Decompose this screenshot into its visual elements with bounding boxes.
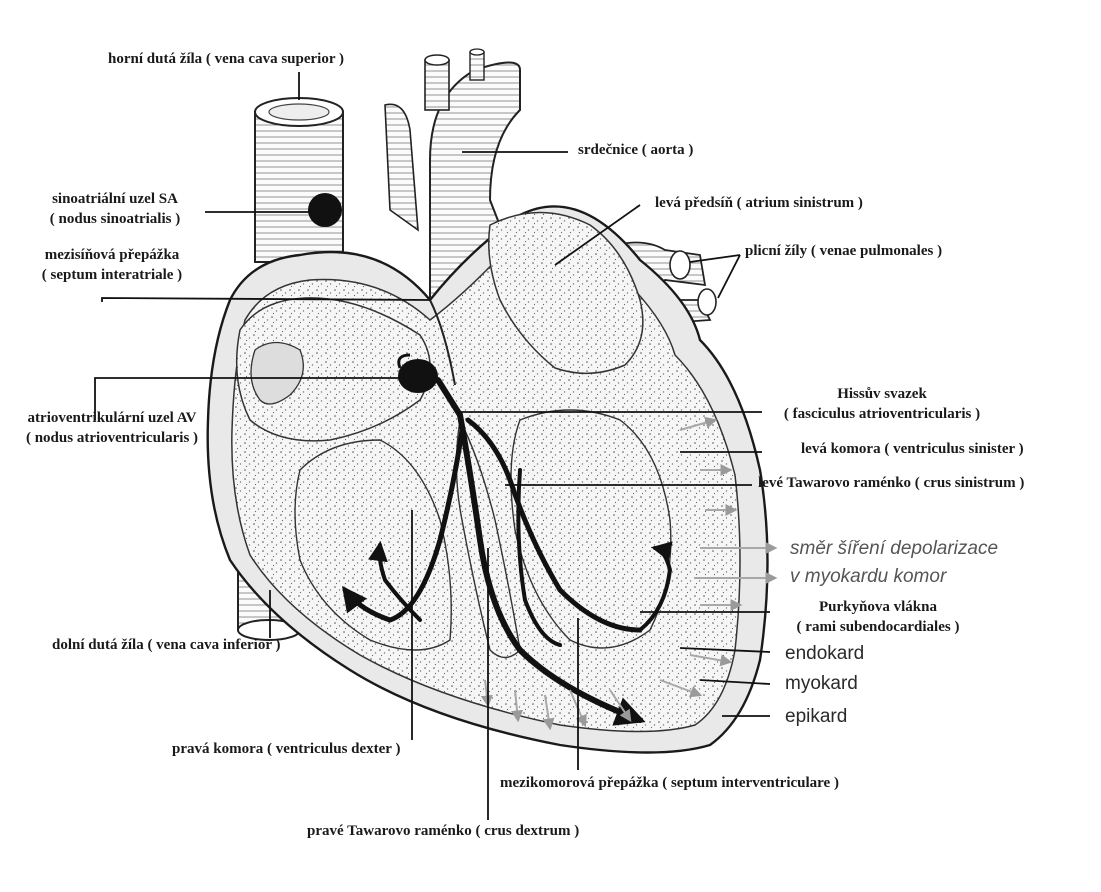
label-his-bundle-line2: ( fasciculus atrioventricularis ) [783, 405, 981, 422]
label-left-bundle-branch: levé Tawarovo raménko ( crus sinistrum ) [758, 475, 1025, 491]
conduction-system [341, 377, 673, 726]
label-his-bundle-line1: Hissův svazek [837, 386, 927, 402]
label-sa-node: sinoatriální uzel SA ( nodus sinoatriali… [49, 191, 181, 228]
left-atrium [488, 211, 644, 375]
label-myocardium: myokard [785, 673, 858, 694]
label-right-ventricle: pravá komora ( ventriculus dexter ) [172, 741, 401, 757]
label-av-node: atrioventrikulární uzel AV ( nodus atrio… [25, 410, 199, 447]
label-interatrial-septum: mezisíňová přepážka ( septum interatrial… [41, 247, 183, 284]
label-his-bundle: Hissův svazek ( fasciculus atrioventricu… [783, 386, 981, 423]
label-inferior-vena-cava: dolní dutá žíla ( vena cava inferior ) [52, 637, 281, 653]
sa-node [308, 193, 342, 227]
label-purkinje-fibers: Purkyňova vlákna ( rami subendocardiales… [796, 599, 960, 636]
label-depolarization-line1: směr šíření depolarizace [790, 538, 999, 559]
label-pulmonary-veins: plicní žíly ( venae pulmonales ) [745, 243, 943, 259]
label-epicardium: epikard [785, 706, 848, 727]
label-interatrial-septum-line2: ( septum interatriale ) [41, 266, 183, 283]
label-left-atrium: levá předsíň ( atrium sinistrum ) [655, 195, 863, 211]
label-right-bundle-branch: pravé Tawarovo raménko ( crus dextrum ) [307, 823, 580, 839]
label-sa-node-line2: ( nodus sinoatrialis ) [49, 210, 181, 227]
label-av-node-line2: ( nodus atrioventricularis ) [25, 429, 199, 446]
label-interatrial-septum-line1: mezisíňová přepážka [44, 247, 180, 263]
label-aorta: srdečnice ( aorta ) [578, 142, 694, 158]
label-sa-node-line1: sinoatriální uzel SA [52, 191, 178, 207]
label-interventricular-septum: mezikomorová přepážka ( septum intervent… [500, 775, 839, 791]
right-atrium [235, 297, 431, 442]
label-depolarization-line2: v myokardu komor [790, 566, 947, 587]
label-purkinje-line2: ( rami subendocardiales ) [796, 618, 960, 635]
leader-lines [94, 72, 771, 820]
left-ventricle [510, 409, 672, 649]
depolarization-arrows [480, 416, 778, 731]
label-purkinje-line1: Purkyňova vlákna [819, 599, 937, 615]
label-left-ventricle: levá komora ( ventriculus sinister ) [801, 441, 1024, 457]
label-endocardium: endokard [785, 643, 865, 664]
av-node [398, 359, 438, 393]
superior-vena-cava [254, 97, 344, 263]
label-superior-vena-cava: horní dutá žíla ( vena cava superior ) [108, 51, 344, 67]
label-av-node-line1: atrioventrikulární uzel AV [27, 410, 197, 426]
